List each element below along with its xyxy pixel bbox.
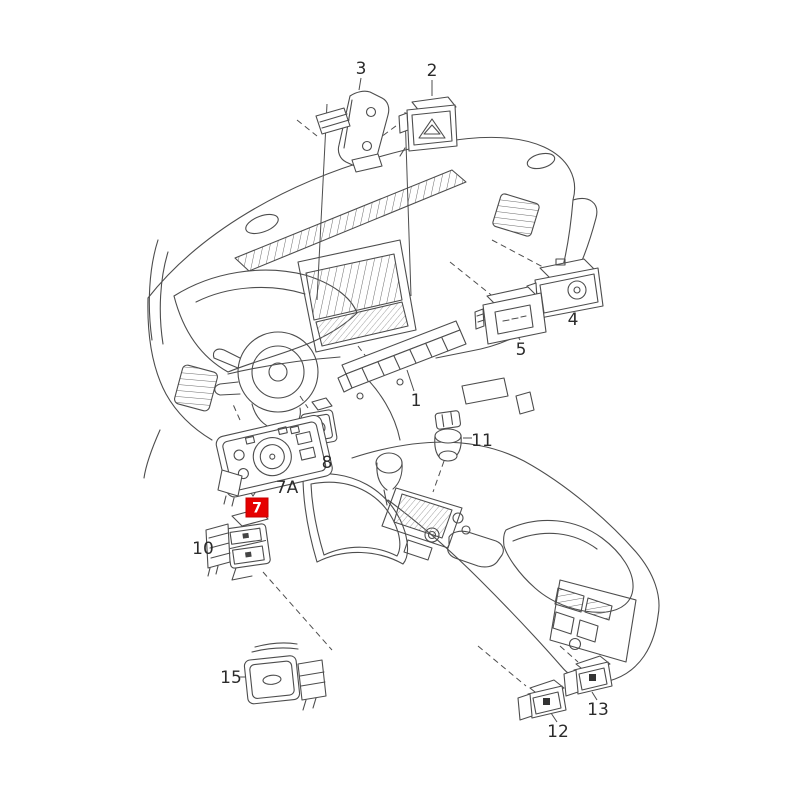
part-1-switch-strip-drawing bbox=[337, 320, 467, 400]
part-label-8: 8 bbox=[322, 453, 333, 473]
part-label-12: 12 bbox=[547, 722, 569, 742]
part-label-7a: 7A bbox=[276, 478, 299, 498]
part-label-3: 3 bbox=[356, 59, 367, 79]
part-5-switch-drawing bbox=[474, 286, 547, 345]
hazard-triangle-icon bbox=[418, 118, 446, 139]
part-label-5: 5 bbox=[516, 340, 527, 360]
part-label-4: 4 bbox=[568, 310, 579, 330]
part-13-switch-drawing bbox=[563, 655, 613, 697]
part-12-switch-drawing bbox=[517, 679, 567, 721]
part-label-15: 15 bbox=[220, 668, 242, 688]
dashboard-drawing bbox=[143, 136, 598, 479]
part-11-lighter-drawing bbox=[434, 410, 462, 462]
leader-lines bbox=[212, 77, 598, 723]
part-15-switch-drawing bbox=[243, 642, 327, 711]
highlighted-part-7-badge[interactable]: 7 bbox=[245, 497, 269, 518]
part-label-2: 2 bbox=[427, 61, 438, 81]
center-console-drawing bbox=[302, 377, 660, 684]
part-label-13: 13 bbox=[587, 700, 609, 720]
part-label-11: 11 bbox=[471, 431, 493, 451]
part-label-10: 10 bbox=[192, 539, 214, 559]
part-7a-headlight-switch-drawing bbox=[215, 414, 333, 507]
part-2-hazard-switch-drawing bbox=[398, 96, 458, 157]
part-10-switch-drawing bbox=[205, 508, 271, 581]
part-label-1: 1 bbox=[411, 391, 422, 411]
part-label-7[interactable]: 7 bbox=[252, 501, 262, 517]
part-3-switch-drawing bbox=[315, 90, 390, 173]
